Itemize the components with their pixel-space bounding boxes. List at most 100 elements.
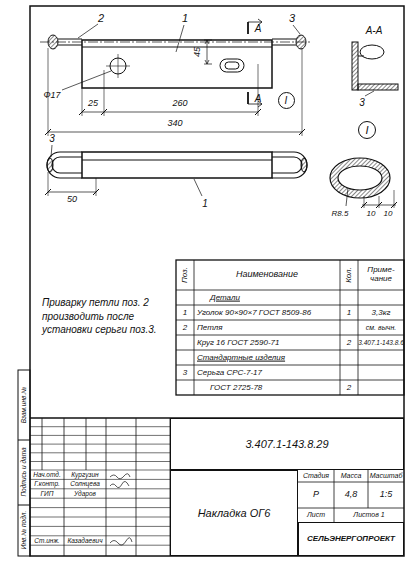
- note-text: Приварку петли поз. 2 производить после …: [42, 296, 164, 337]
- table-cell: 3.407.1-143.8.6: [358, 339, 404, 346]
- slot: [220, 59, 244, 72]
- table-grid: [176, 260, 404, 395]
- signature: [110, 481, 129, 487]
- dimension-line: [48, 112, 302, 132]
- title-field: Стадия: [303, 472, 329, 480]
- detail-i: [330, 158, 397, 208]
- hole-axis: [118, 54, 119, 78]
- table-cell: 1: [347, 308, 351, 317]
- angle-leg: [358, 84, 398, 90]
- signer-name: Казадаевич: [67, 537, 102, 544]
- table-cell: Серьга СРС-7-17: [197, 368, 262, 377]
- title-grid: [298, 470, 404, 522]
- stamp-strip: [18, 370, 30, 556]
- leader-line: [51, 145, 52, 157]
- bottom-view: [45, 145, 307, 196]
- table-border: [176, 260, 404, 395]
- shackle-ring: [360, 45, 384, 59]
- callout-number: 3: [49, 133, 55, 144]
- table-cell: Петля: [197, 323, 222, 332]
- table-cell: 2: [347, 338, 351, 347]
- dimension-line: [48, 192, 96, 193]
- callout-number: 2: [98, 12, 104, 24]
- title-value: 4,8: [345, 490, 358, 500]
- callout-number: 3: [289, 12, 295, 24]
- table-section: Стандартные изделия: [197, 353, 285, 362]
- table-cell: Уголок 90×90×7 ГОСТ 8509-86: [197, 308, 311, 317]
- angle-leg: [352, 42, 358, 90]
- section-mark: A: [255, 23, 262, 34]
- signer-name: Ударов: [74, 490, 96, 497]
- designation-cell: 3.407.1-143.8.29: [170, 418, 404, 470]
- table-cell: 1: [183, 308, 187, 317]
- angle-flange: [82, 47, 272, 48]
- loop: [272, 152, 307, 178]
- callout-number: 1: [182, 12, 188, 24]
- title-value: Р: [313, 490, 319, 500]
- stamp-field: Взам.инв.№: [20, 387, 27, 424]
- signer-name: Кургузин: [71, 471, 98, 478]
- dimension-tick: [361, 202, 397, 208]
- node-text: 3.407.1-143.8.29: [245, 438, 328, 450]
- leader-line: [176, 25, 184, 52]
- title-grid: [30, 427, 170, 546]
- callout-number: 3: [359, 97, 365, 108]
- leader-line: [365, 91, 374, 96]
- leader-line: [346, 188, 348, 206]
- angle-flange: [82, 160, 272, 161]
- stamp-field: Инв.№ подл.: [20, 511, 27, 550]
- section-mark: A: [255, 93, 262, 104]
- slot-inner: [225, 62, 239, 69]
- shackle: [301, 158, 307, 172]
- loop-rod: [58, 39, 82, 45]
- spec-table: [176, 260, 404, 395]
- leader-line: [78, 24, 98, 38]
- dimension-value: 340: [167, 119, 182, 129]
- dimension-tick: [45, 109, 305, 135]
- angle-bar: [82, 40, 272, 88]
- dimension-value: 260: [172, 99, 187, 109]
- table-header: Поз.: [181, 267, 190, 283]
- dimension-value: 50: [67, 195, 77, 205]
- table-header: Кол.: [345, 267, 354, 283]
- dimension-line: [204, 40, 212, 64]
- top-view: [40, 19, 312, 136]
- dimension-value: 10: [384, 210, 393, 219]
- title-value: Листов 1: [353, 511, 384, 519]
- loop: [47, 152, 82, 178]
- table-cell: 3: [183, 368, 187, 377]
- detail-callout: I: [278, 92, 295, 109]
- shackle: [47, 158, 53, 172]
- table-cell: 2: [183, 323, 187, 332]
- dimension-value: R8.5: [332, 210, 349, 219]
- signer-role: Г.контр.: [34, 480, 60, 487]
- node-text: СЕЛЬЭНЕРГОПРОЕКТ: [307, 535, 395, 544]
- title-block: [30, 418, 404, 556]
- signer-role: ГИП: [41, 490, 54, 497]
- dimension-value: 10: [367, 210, 376, 219]
- table-cell: Круг 16 ГОСТ 2590-71: [197, 338, 279, 347]
- leader-line: [62, 71, 111, 90]
- node-text: I: [285, 95, 288, 106]
- title-value: 1:5: [380, 490, 393, 500]
- table-cell: 3,3кг: [372, 308, 391, 317]
- loop-rod: [358, 56, 364, 57]
- sheet-frame: [30, 6, 404, 556]
- loop-rod: [272, 39, 296, 45]
- dimension-value: 45: [193, 47, 203, 57]
- extension-line: [48, 172, 96, 196]
- signer-role: Нач.отд.: [33, 471, 60, 478]
- centerline: [40, 42, 312, 43]
- node-text: I: [365, 124, 368, 136]
- detail-callout: I: [358, 121, 376, 139]
- angle-bar: [82, 152, 272, 178]
- table-header: Приме- чание: [360, 266, 402, 284]
- title-grid: [42, 418, 170, 556]
- loop-section: [330, 158, 390, 198]
- callout-number: 1: [202, 198, 208, 209]
- table-section: Детали: [210, 293, 240, 302]
- dimension-value: Ф17: [43, 91, 60, 101]
- stamp-divider: [18, 505, 30, 506]
- title-field: Масса: [341, 472, 362, 480]
- table-header: Наименование: [236, 270, 298, 280]
